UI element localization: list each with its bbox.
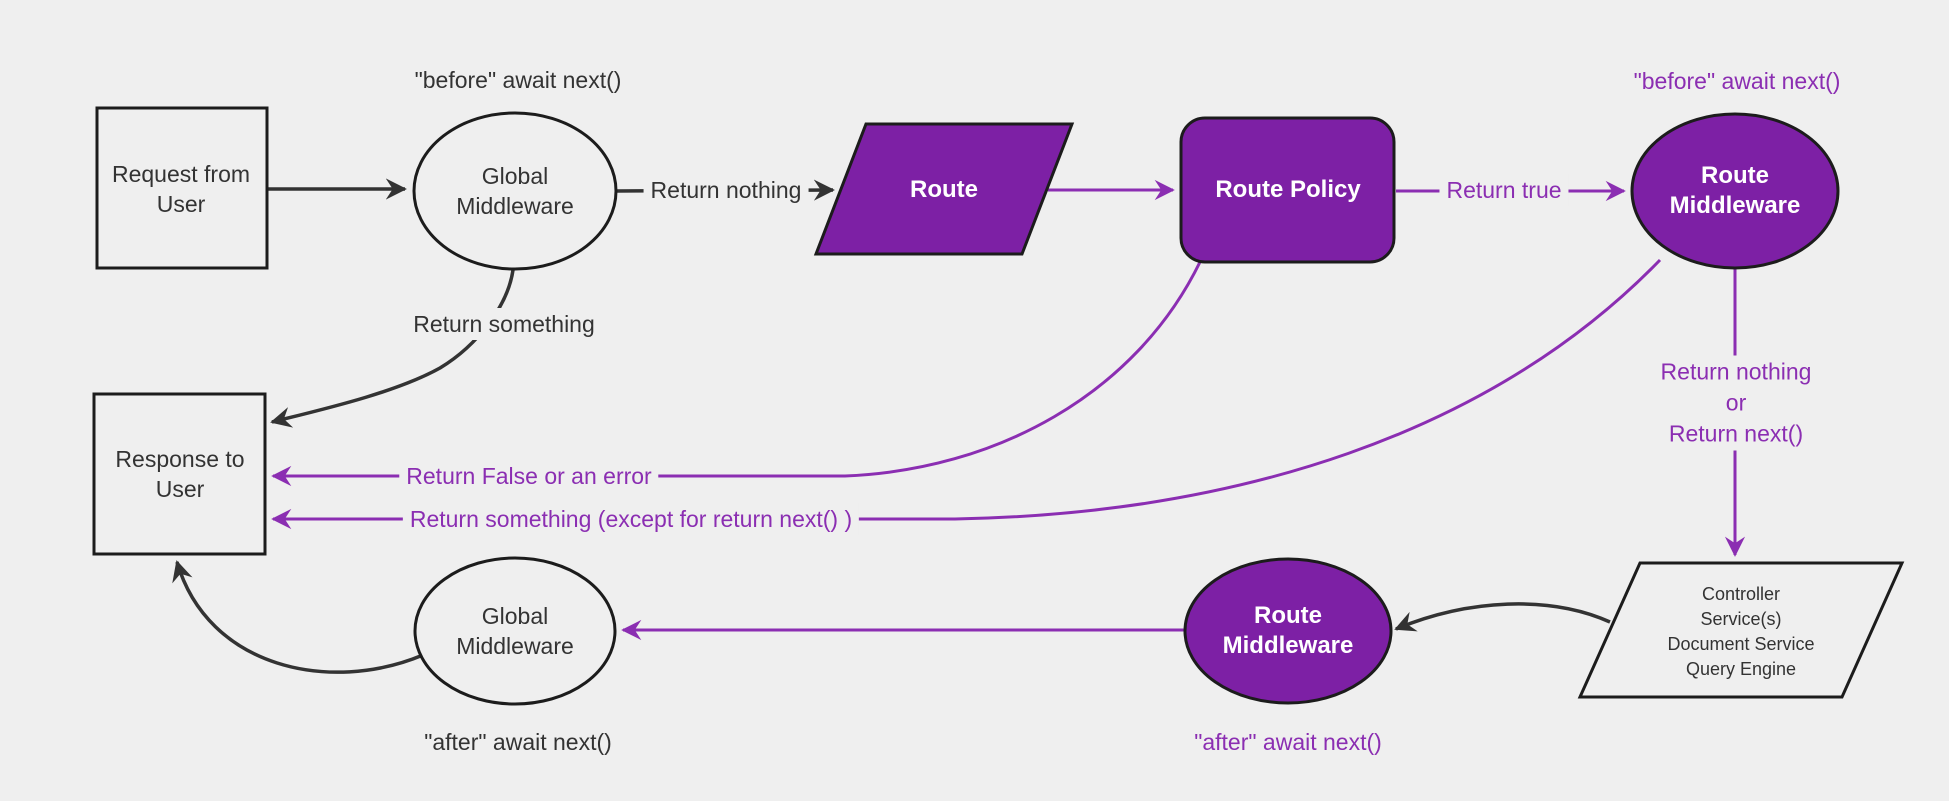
global-middleware-before-label: Global Middleware — [456, 163, 574, 219]
response-to-user-node — [92, 392, 267, 556]
controller-services-node — [1577, 561, 1905, 699]
return-something-except-label: Return something (except for return next… — [402, 503, 860, 535]
route-node — [813, 122, 1075, 256]
route-policy-label: Route Policy — [1215, 176, 1361, 203]
edge-route-policy-return-false-to-response — [271, 261, 1202, 487]
route-middleware-before-node — [1630, 112, 1840, 270]
edge-global-middleware-return-something-to-response — [270, 269, 515, 428]
return-nothing-label: Return nothing — [643, 174, 809, 206]
after-await-next-bottom-left-label: "after" await next() — [424, 729, 612, 755]
return-nothing-or-next-label: Return nothing or Return next() — [1653, 355, 1819, 451]
before-await-next-top-left-label: "before" await next() — [414, 67, 622, 93]
request-from-user-label: Request from User — [111, 161, 251, 217]
route-middleware-before-label: Route Middleware — [1669, 162, 1801, 219]
before-await-next-top-right-label: "before" await next() — [1633, 68, 1841, 94]
return-true-label: Return true — [1439, 174, 1569, 206]
after-await-next-bottom-middle-label: "after" await next() — [1194, 729, 1382, 755]
route-middleware-after-label: Route Middleware — [1222, 602, 1354, 659]
route-policy-node — [1179, 116, 1396, 264]
global-middleware-before-node — [412, 111, 618, 271]
edge-controller-to-route-middleware-after — [1394, 602, 1611, 632]
edge-global-middleware-after-to-response — [172, 560, 424, 674]
controller-services-label: Controller Service(s) Document Service Q… — [1667, 584, 1815, 679]
route-label: Route — [910, 176, 978, 203]
edge-route-middleware-return-something-to-response — [271, 258, 1662, 530]
route-middleware-after-node — [1183, 557, 1393, 705]
global-middleware-after-node — [413, 556, 617, 706]
return-false-or-error-label: Return False or an error — [399, 460, 659, 492]
request-from-user-node — [95, 106, 269, 270]
global-middleware-after-label: Global Middleware — [456, 603, 574, 659]
response-to-user-label: Response to User — [115, 446, 245, 502]
return-something-label: Return something — [406, 308, 602, 340]
